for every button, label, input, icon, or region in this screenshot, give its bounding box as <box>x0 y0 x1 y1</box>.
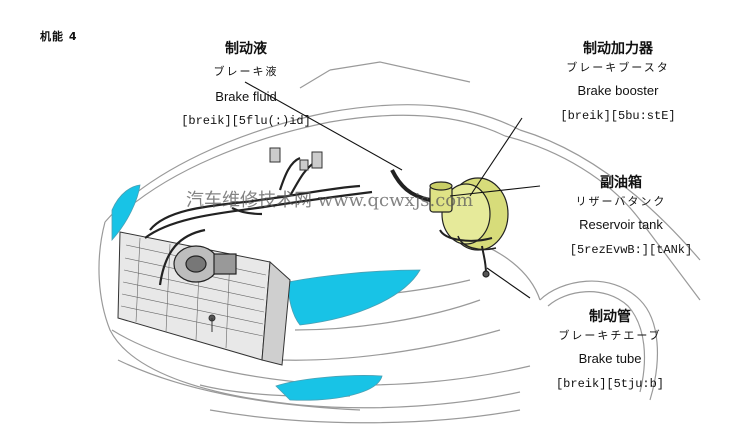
brake-tube-phonetic: [breik][5tju:b] <box>555 377 665 391</box>
reservoir-tank-zh: 副油箱 <box>600 175 642 191</box>
brake-booster-phonetic: [breik][5bu:stE] <box>560 109 676 123</box>
reservoir-tank-phonetic: [5rezEvwB:][tANk] <box>569 243 693 257</box>
highlighted-lamps <box>111 184 421 401</box>
brake-tube-zh: 制动管 <box>589 309 631 325</box>
left-headlamp <box>111 184 141 242</box>
pipes <box>144 156 431 286</box>
brake-booster-zh: 制动加力器 <box>583 41 653 57</box>
lower-fog-lamp <box>275 375 383 401</box>
watermark-text: 汽车维修技术网 www.qcwxjs.com <box>186 190 474 211</box>
leader-lines <box>244 81 541 299</box>
brake-fluid-zh: 制动液 <box>225 41 267 57</box>
brake-fluid-jp: ブレーキ液 <box>213 65 279 78</box>
center-headlamp <box>287 269 421 326</box>
brake-tube-jp: ブレーキチエーブ <box>558 329 662 342</box>
brake-fluid-en: Brake fluid <box>215 89 277 104</box>
figure-number-label: 机能 4 <box>40 30 78 43</box>
brake-fluid-phonetic: [breik][5flu(:)id] <box>181 114 311 128</box>
brake-tube-en: Brake tube <box>578 351 642 366</box>
brake-booster-en: Brake booster <box>577 83 659 98</box>
brake-booster-assembly <box>429 177 509 278</box>
reservoir-tank-jp: リザーバタンク <box>575 195 667 208</box>
reservoir-tank-en: Reservoir tank <box>579 217 663 232</box>
fittings <box>208 147 323 332</box>
brake-booster-jp: ブレーキブースタ <box>566 61 670 74</box>
fan-motor <box>173 245 237 283</box>
